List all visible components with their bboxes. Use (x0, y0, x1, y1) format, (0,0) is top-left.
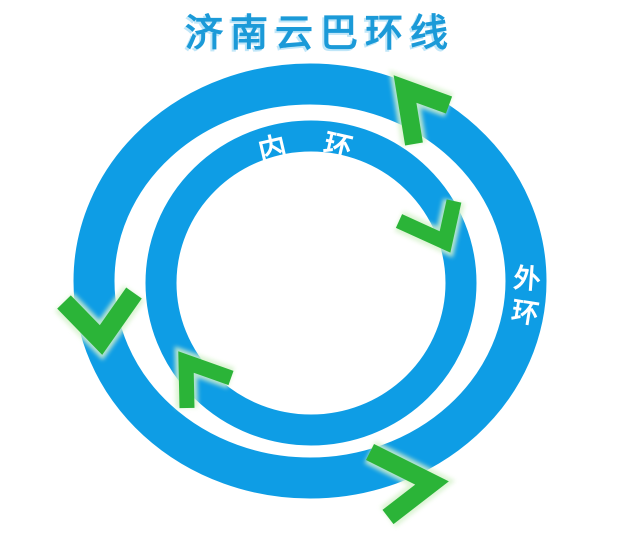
inner-loop-ring (145, 120, 477, 446)
outer-loop-label-top: 外 (512, 263, 541, 296)
outer-loop-arrow-left-icon (57, 287, 142, 355)
inner-loop-arrow-upper-right-icon (395, 199, 462, 253)
page-title: 济南云巴环线 (184, 11, 455, 55)
outer-loop-arrow-top-icon (393, 75, 453, 146)
outer-loop-label-bottom: 环 (509, 296, 541, 331)
inner-loop-label: 内 环 (255, 127, 367, 168)
outer-loop-ring (73, 63, 547, 499)
outer-loop-arrow-bottom-icon (365, 443, 449, 525)
inner-loop-arrow-lower-left-icon (178, 351, 234, 409)
